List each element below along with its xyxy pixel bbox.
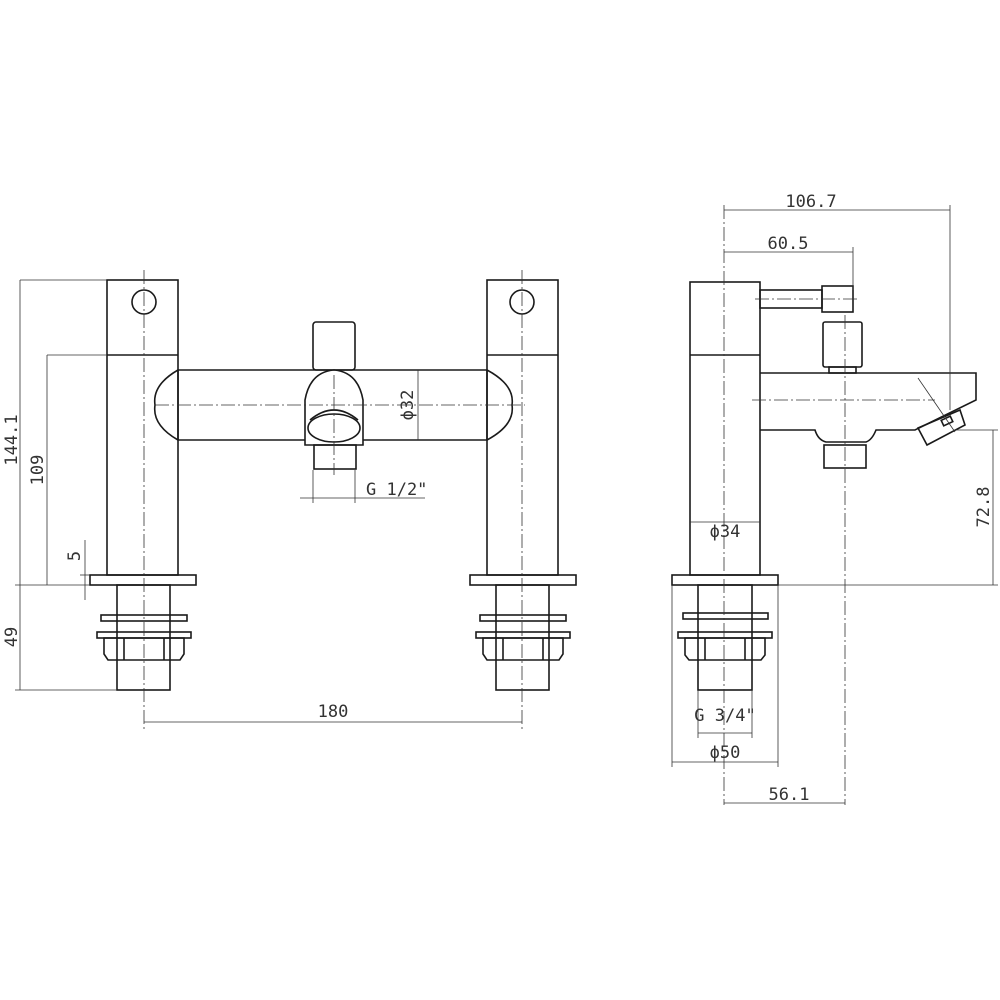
nut xyxy=(103,637,185,661)
side-dimensions: 106.7 60.5 72.8 ϕ34 G 3/4" ϕ50 56.1 xyxy=(671,192,998,805)
side-centre-lines xyxy=(723,205,935,805)
dim-flange-diameter: ϕ50 xyxy=(710,743,741,763)
front-view: 144.1 109 5 49 180 ϕ32 G 1/2" xyxy=(2,270,577,730)
dim-spout-height: 72.8 xyxy=(974,487,994,528)
dim-overall-height: 144.1 xyxy=(2,414,22,465)
dim-lever-reach: 60.5 xyxy=(768,234,809,254)
front-dimensions: 144.1 109 5 49 180 ϕ32 G 1/2" xyxy=(2,279,522,723)
left-tap xyxy=(89,279,197,691)
dim-inlet-thread: G 3/4" xyxy=(694,706,755,726)
centre-lines xyxy=(143,270,525,730)
dim-overall-depth: 106.7 xyxy=(785,192,836,212)
dim-below-deck: 49 xyxy=(2,627,22,647)
dim-spout-offset: 56.1 xyxy=(769,785,810,805)
aerator xyxy=(916,408,966,447)
dim-tap-centres: 180 xyxy=(318,702,349,722)
dim-body-height: 109 xyxy=(28,455,48,486)
right-tap xyxy=(469,279,577,691)
dim-bar-diameter: ϕ32 xyxy=(398,390,418,421)
dim-diverter-thread: G 1/2" xyxy=(366,480,427,500)
spout-outlet xyxy=(823,444,867,469)
diverter-knob-side xyxy=(822,321,863,368)
dim-column-diameter: ϕ34 xyxy=(710,522,741,542)
diverter-outlet xyxy=(313,444,357,470)
diverter-knob xyxy=(312,321,356,371)
flange xyxy=(89,574,197,586)
side-view: 106.7 60.5 72.8 ϕ34 G 3/4" ϕ50 56.1 xyxy=(671,192,998,805)
spout xyxy=(760,372,977,443)
dim-flange-thickness: 5 xyxy=(65,551,85,561)
